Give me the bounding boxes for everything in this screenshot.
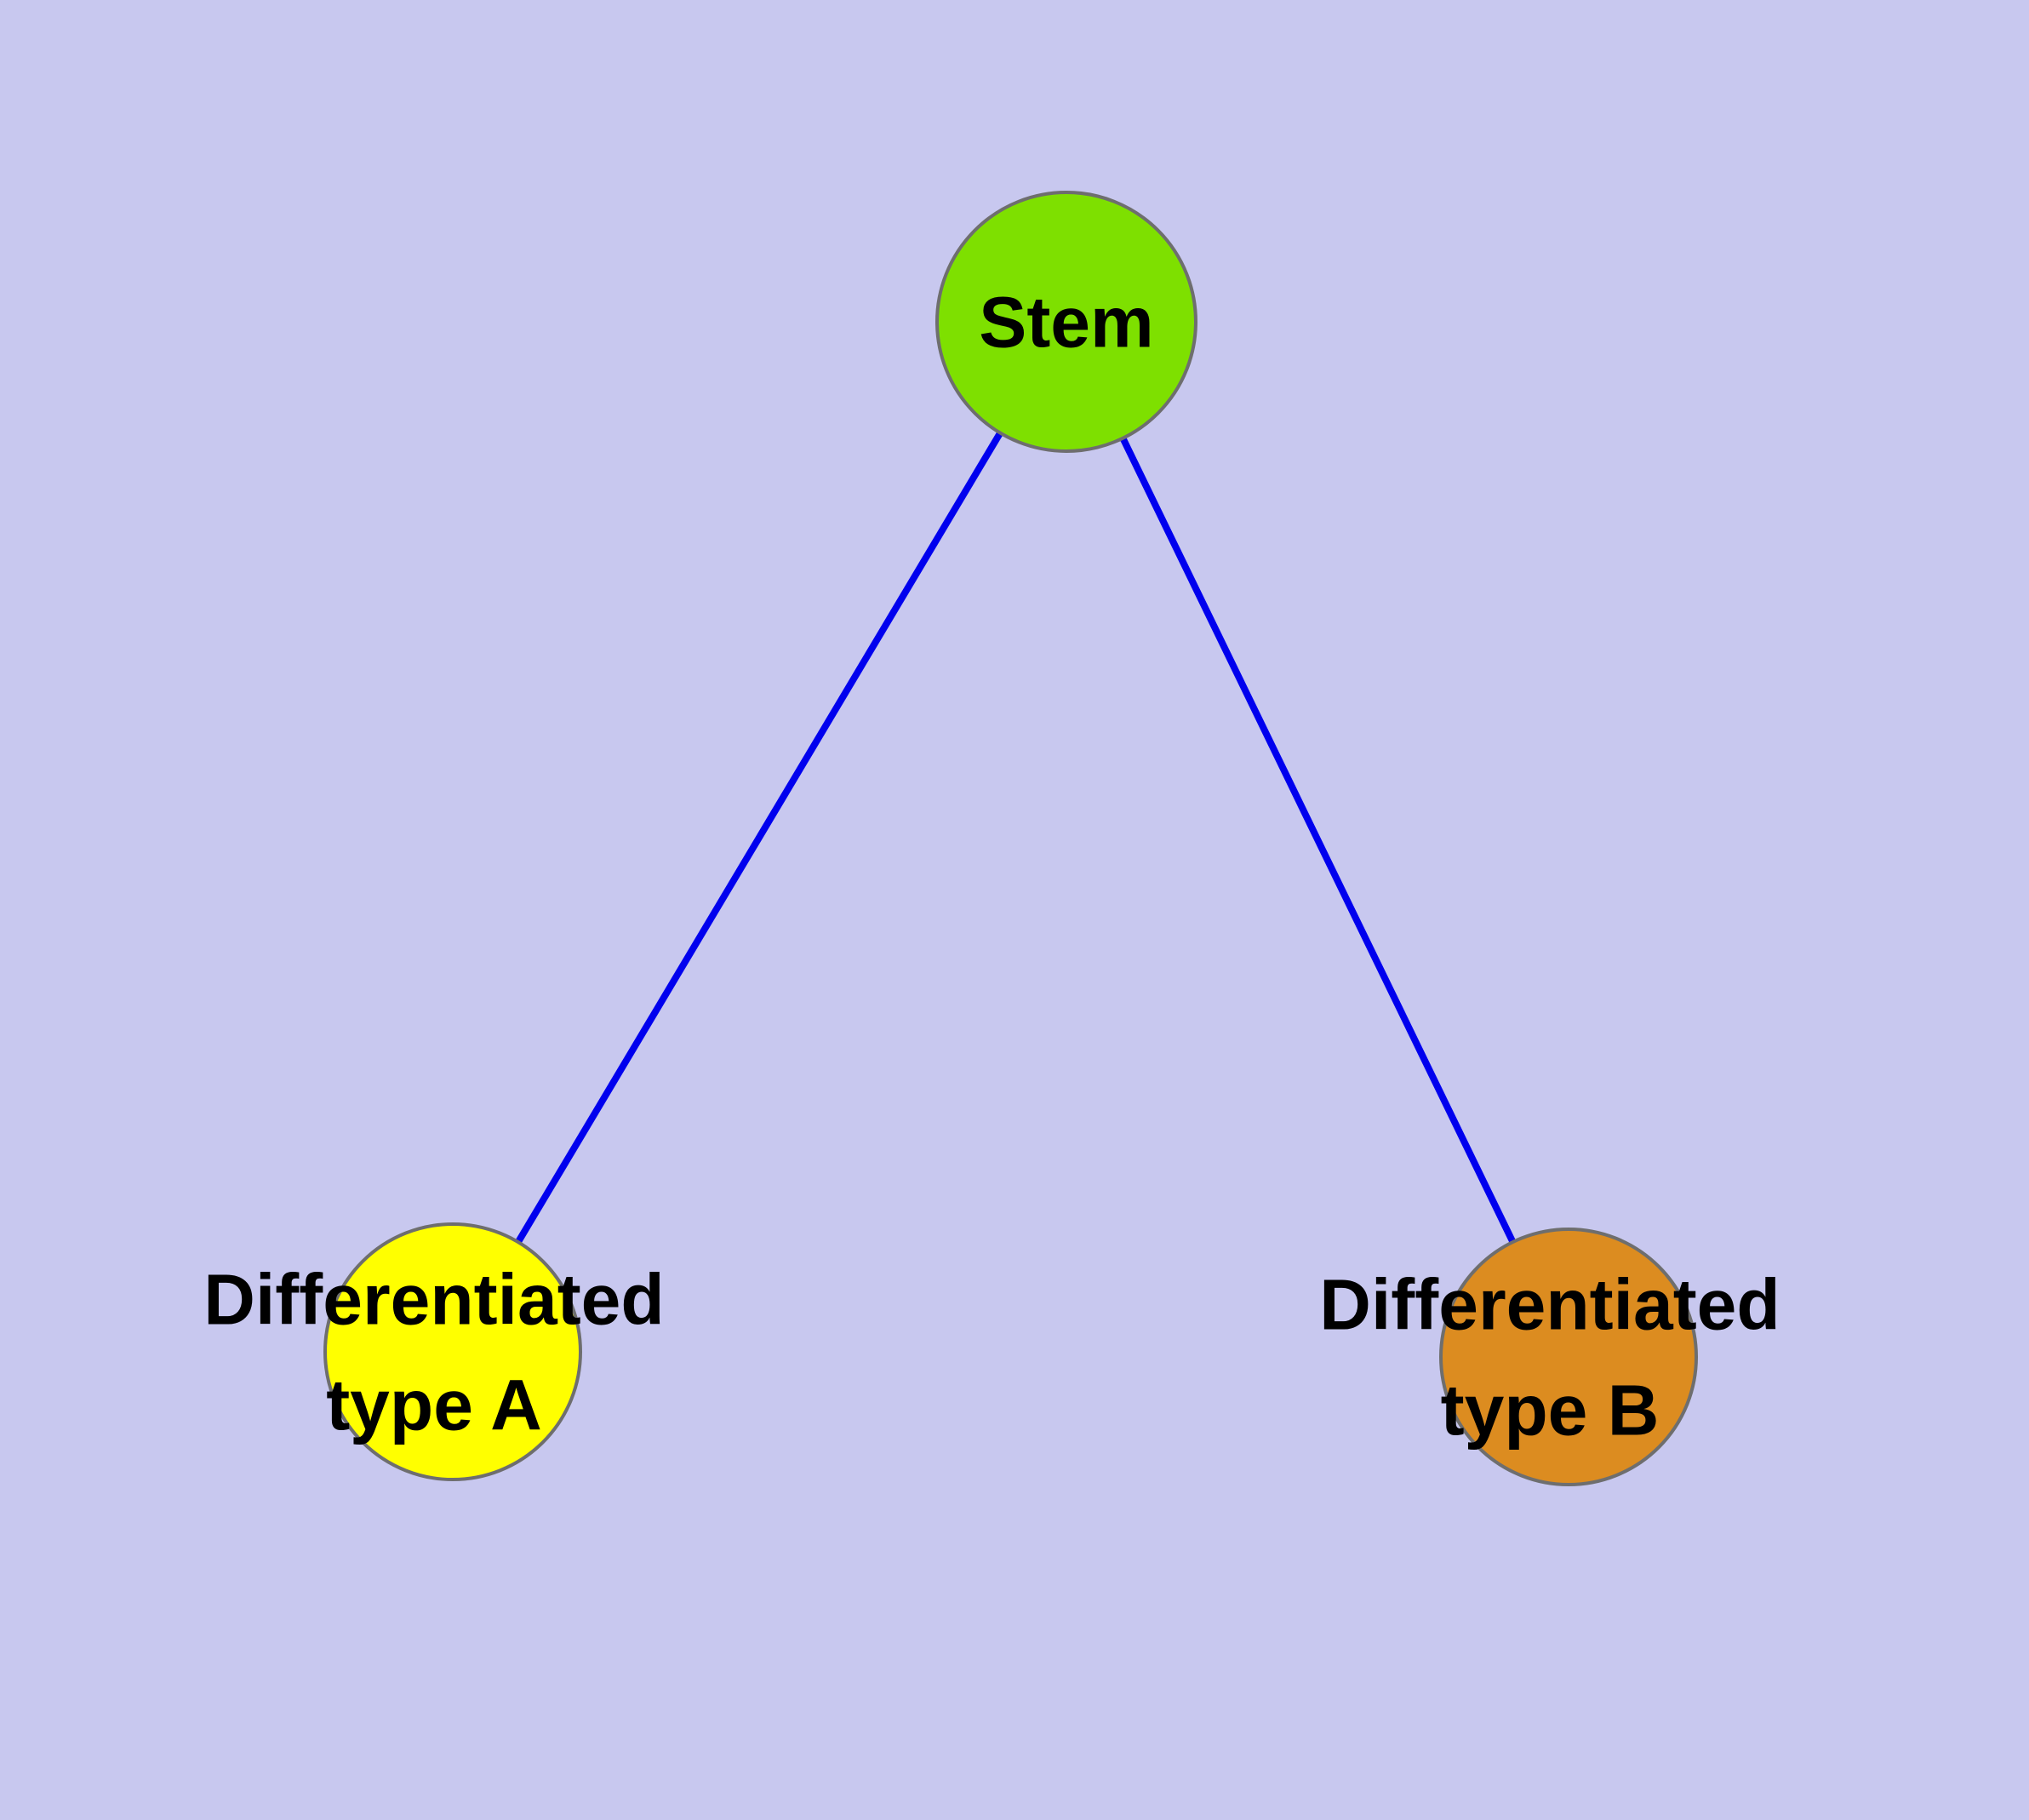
node-differentiated-type-b [1439, 1228, 1698, 1486]
node-stem-label: Stem [979, 282, 1153, 362]
node-differentiated-type-a [323, 1222, 582, 1481]
edge-stem-to-differentiated-type-a [449, 319, 1070, 1354]
node-stem [935, 191, 1197, 453]
edge-stem-to-differentiated-type-b [1063, 320, 1572, 1359]
